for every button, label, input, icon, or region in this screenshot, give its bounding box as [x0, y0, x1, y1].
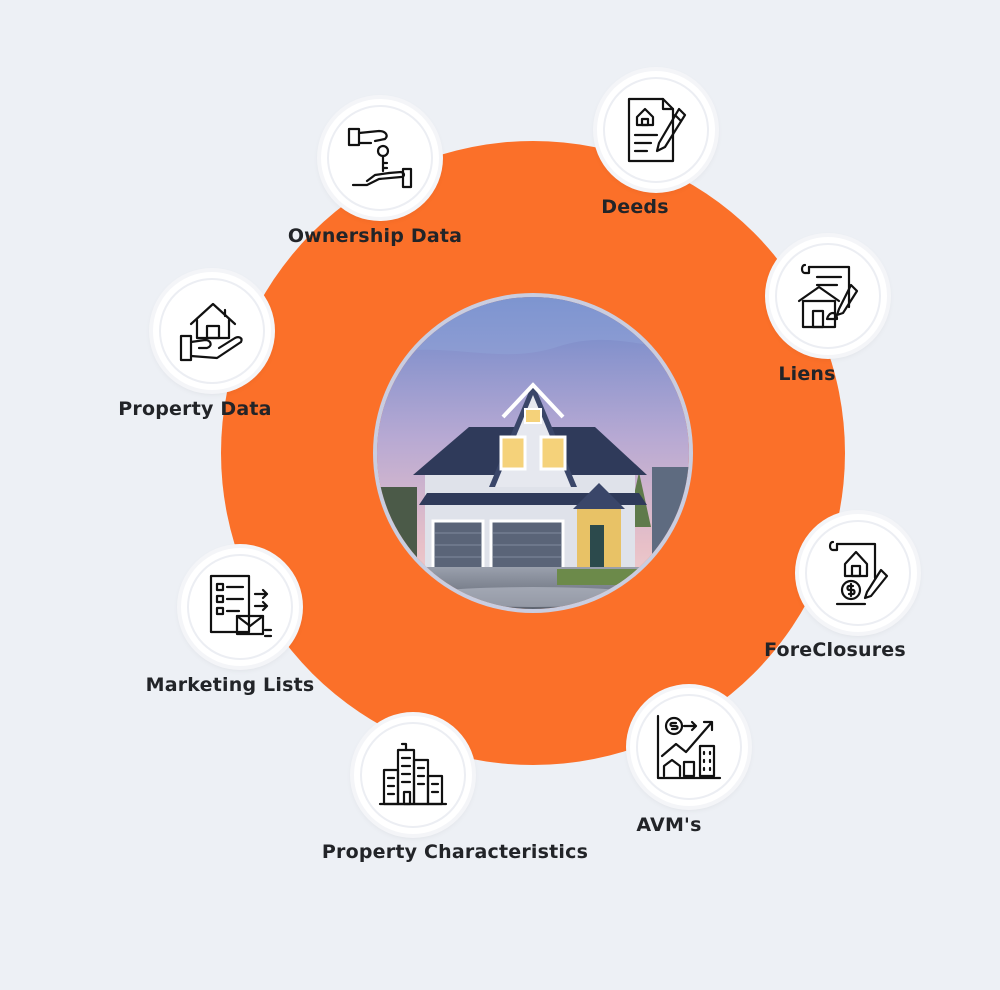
foreclosures-node [799, 514, 917, 632]
city-buildings-icon [378, 742, 448, 806]
house-contract-icon [797, 263, 859, 329]
key-handover-icon [347, 127, 413, 189]
liens-node [769, 237, 887, 355]
house-photo [377, 297, 689, 609]
deeds-label: Deeds [601, 196, 669, 218]
document-pen-icon [627, 97, 687, 163]
foreclosures-label: ForeClosures [764, 639, 906, 661]
property-characteristics-label: Property Characteristics [321, 841, 589, 863]
ownership-data-node [321, 99, 439, 217]
property-data-label: Property Data [118, 398, 272, 420]
property-data-node [153, 272, 271, 390]
checklist-mail-icon [209, 574, 273, 638]
property-characteristics-node [354, 716, 472, 834]
deeds-node [597, 71, 715, 189]
house-in-hand-icon [179, 302, 243, 362]
growth-chart-city-icon [656, 714, 722, 780]
foreclosure-document-icon [828, 540, 889, 606]
avms-label: AVM's [636, 814, 702, 836]
marketing-lists-node [181, 548, 299, 666]
ownership-data-label: Ownership Data [287, 225, 463, 247]
marketing-lists-label: Marketing Lists [145, 674, 315, 696]
liens-label: Liens [778, 363, 836, 385]
avms-node [630, 688, 748, 806]
